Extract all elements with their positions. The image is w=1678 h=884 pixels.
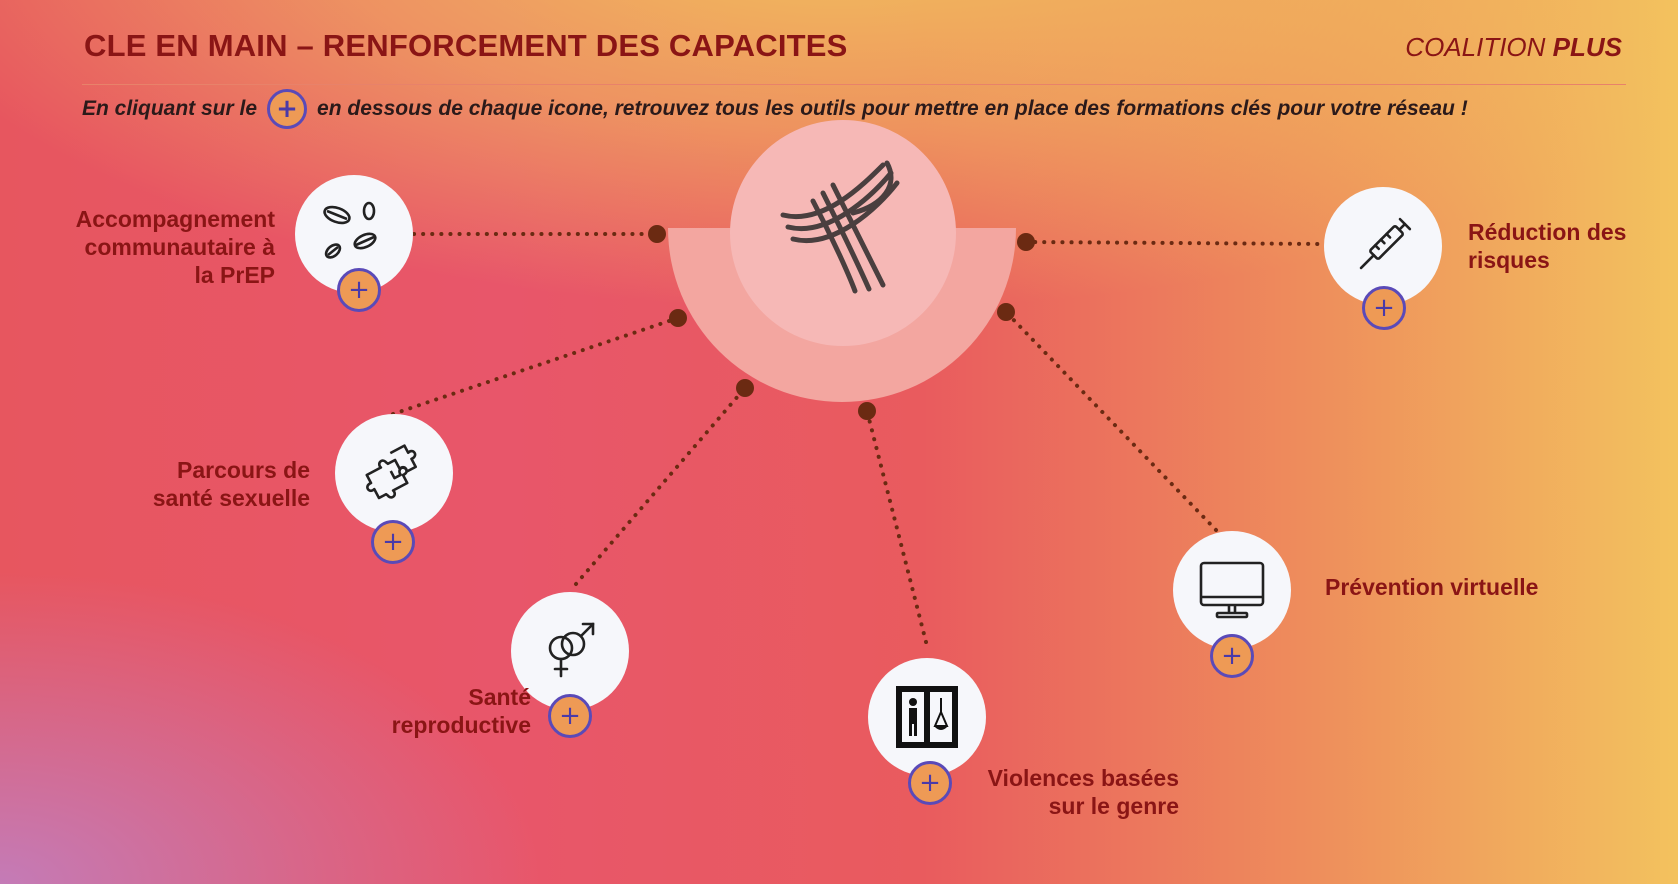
node-reproductive-label: Santé reproductive — [392, 683, 531, 739]
brand-bold: PLUS — [1552, 32, 1622, 62]
label-line: communautaire à — [84, 234, 275, 260]
gender-symbols-icon — [548, 622, 595, 678]
label-line: reproductive — [391, 712, 531, 738]
page-title: CLE EN MAIN – RENFORCEMENT DES CAPACITES — [84, 28, 848, 63]
monitor-icon — [1199, 561, 1265, 619]
intro-text: En cliquant sur le + en dessous de chaqu… — [82, 89, 1468, 129]
node-sexual-health-label: Parcours de santé sexuelle — [153, 456, 310, 512]
connector-harm-reduction — [1024, 240, 1328, 246]
brand-light: COALITION — [1405, 32, 1553, 62]
label-line: risques — [1468, 247, 1550, 273]
node-harm-reduction-circle — [1324, 187, 1442, 305]
label-line: Accompagnement — [75, 206, 275, 232]
label-line: la PrEP — [194, 262, 275, 288]
connector-virtual — [1004, 310, 1218, 532]
connector-sexual-health — [391, 316, 680, 416]
node-virtual-circle — [1173, 531, 1291, 649]
puzzle-icon — [365, 444, 417, 500]
node-prep-circle — [295, 175, 413, 293]
connector-gbv — [865, 409, 928, 644]
node-prep-plus-button[interactable]: + — [337, 268, 381, 312]
syringe-icon — [1359, 217, 1412, 270]
node-sexual-health-plus-button[interactable]: + — [371, 520, 415, 564]
inline-plus-icon: + — [267, 89, 308, 129]
node-prep-label: Accompagnement communautaire à la PrEP — [76, 205, 275, 289]
label-line: Prévention virtuelle — [1325, 574, 1539, 600]
node-reproductive-plus-button[interactable]: + — [548, 694, 592, 738]
brand-logo: COALITION PLUS — [1405, 32, 1622, 63]
node-virtual-label: Prévention virtuelle — [1325, 573, 1538, 601]
pills-icon — [323, 201, 377, 259]
ribbon-icon — [780, 160, 900, 294]
node-gbv-circle — [868, 658, 986, 776]
label-line: Violences basées — [987, 765, 1179, 791]
header-divider — [82, 84, 1626, 85]
label-line: sur le genre — [1048, 793, 1179, 819]
label-line: Santé — [468, 684, 531, 710]
node-harm-reduction-label: Réduction des risques — [1468, 218, 1626, 274]
label-line: santé sexuelle — [152, 485, 310, 511]
label-line: Réduction des — [1468, 219, 1627, 245]
connector-reproductive — [574, 386, 747, 586]
node-gbv-plus-button[interactable]: + — [908, 761, 952, 805]
node-reproductive-circle — [511, 592, 629, 710]
hub — [668, 120, 1016, 402]
intro-text-after: en dessous de chaque icone, retrouvez to… — [317, 97, 1468, 120]
node-virtual-plus-button[interactable]: + — [1210, 634, 1254, 678]
connector-dots — [648, 225, 1035, 420]
node-sexual-health-circle — [335, 414, 453, 532]
node-gbv-label: Violences basées sur le genre — [988, 764, 1179, 820]
justice-icon — [896, 686, 958, 748]
node-harm-reduction-plus-button[interactable]: + — [1362, 286, 1406, 330]
intro-text-before: En cliquant sur le — [82, 97, 258, 120]
label-line: Parcours de — [177, 457, 310, 483]
